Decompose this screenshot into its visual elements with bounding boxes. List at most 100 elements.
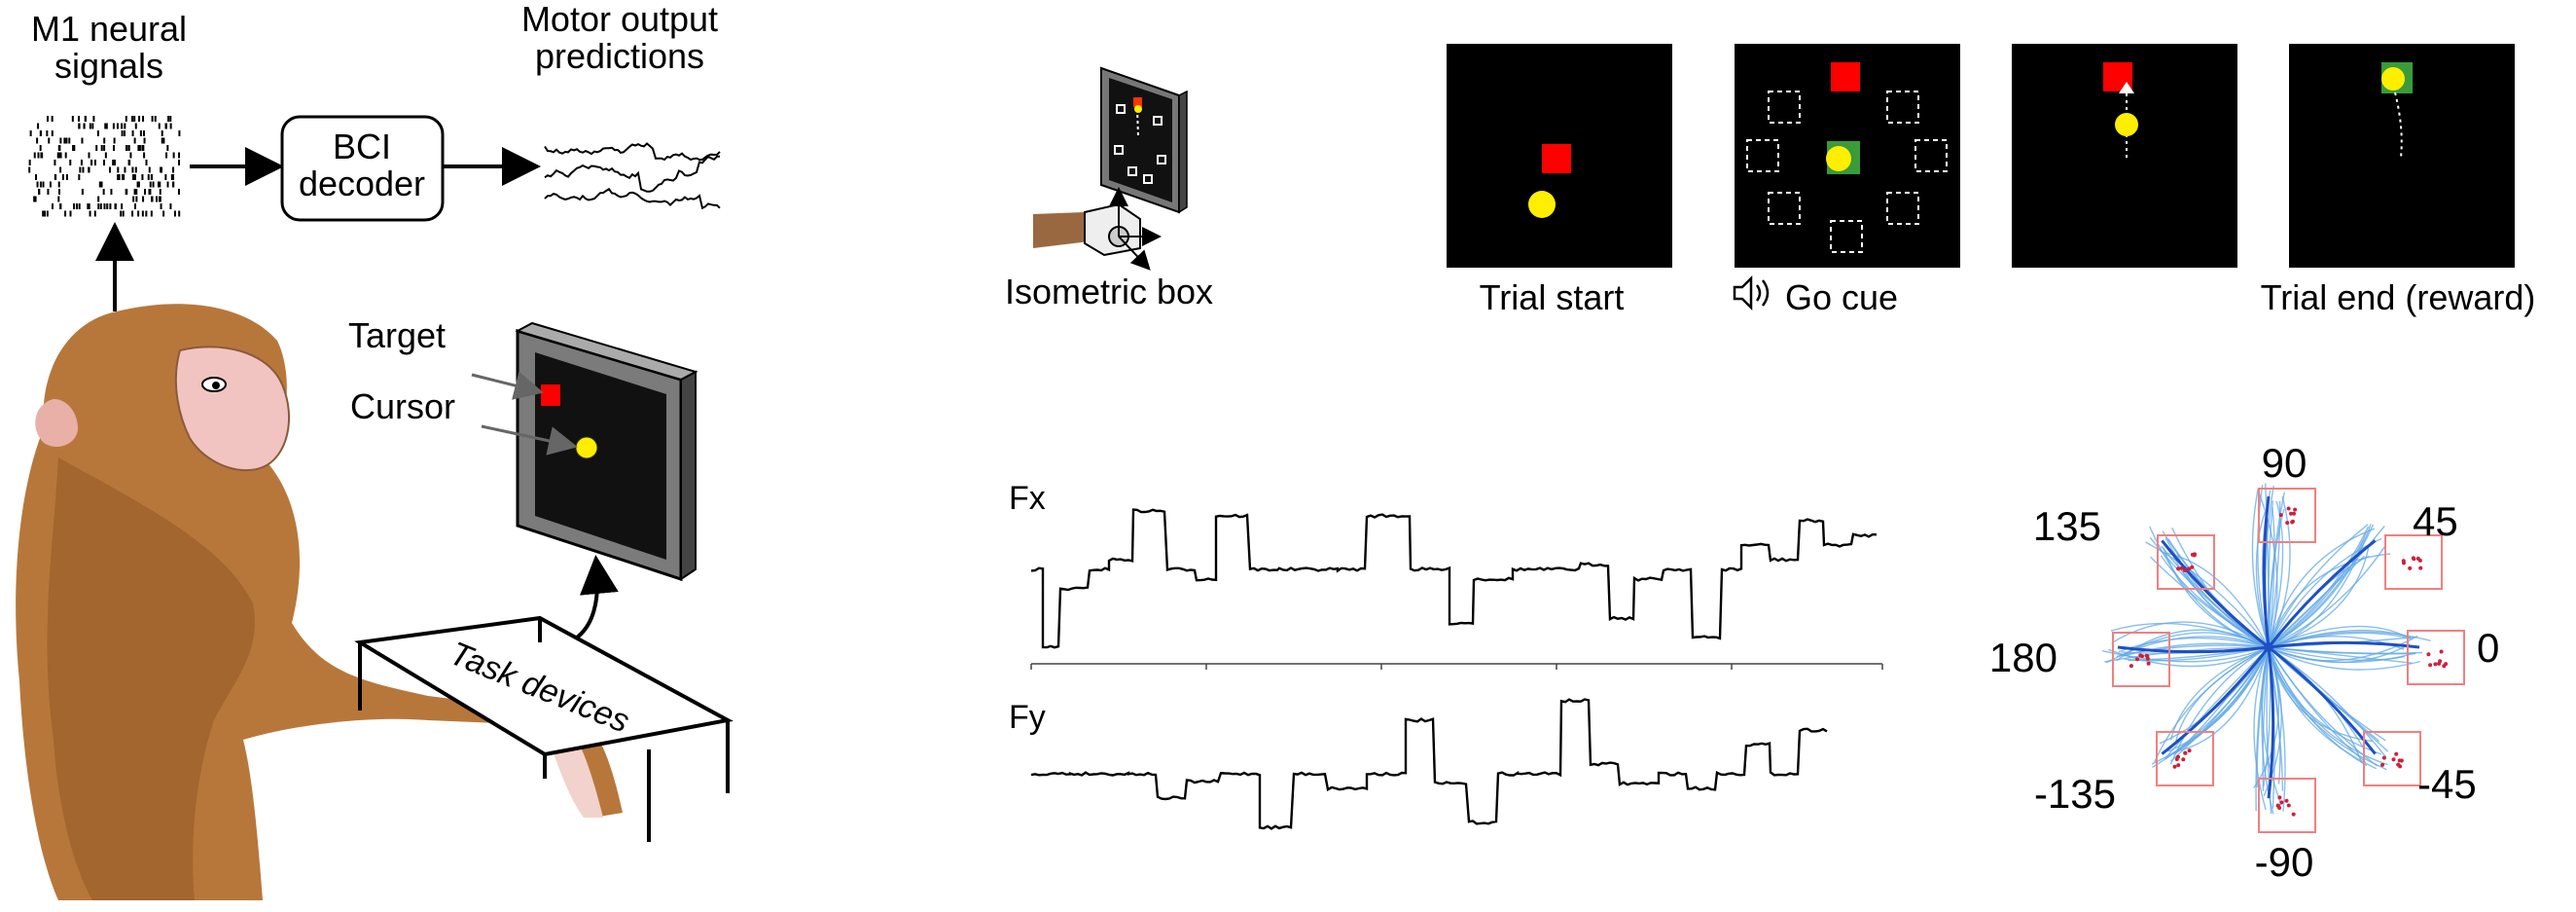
endpoint-dot [2277, 795, 2282, 800]
decoder-label: BCI [333, 127, 391, 166]
direction-label: 90 [2262, 440, 2308, 486]
target-box [2156, 731, 2214, 786]
output-trace [544, 155, 720, 193]
endpoint-dot [2286, 506, 2291, 511]
trajectory-trace [2268, 528, 2376, 648]
spike-raster [28, 116, 181, 217]
endpoint-dot [2176, 566, 2181, 571]
endpoint-dot [2182, 568, 2187, 572]
endpoint-dot [2391, 757, 2396, 762]
target-box [2157, 534, 2215, 590]
endpoint-dot [2396, 762, 2401, 767]
endpoint-dot [2408, 565, 2413, 570]
task-table: Task devices [354, 615, 733, 842]
caption-trial-end: Trial end (reward) [2261, 277, 2536, 317]
cursor-label: Cursor [350, 386, 455, 426]
endpoint-dot [2401, 559, 2406, 564]
trajectory-trace [2102, 646, 2270, 663]
direction-label: -135 [2034, 771, 2116, 817]
trajectory-trace [2268, 507, 2275, 648]
endpoint-dot [2426, 652, 2431, 657]
endpoint-dot [2129, 664, 2133, 669]
target-boxes [2112, 488, 2465, 833]
trajectory-trace [2152, 646, 2270, 768]
speaker-icon [1733, 274, 1770, 311]
trajectory-trace [2256, 646, 2270, 787]
endpoint-dot [2190, 565, 2195, 569]
trajectory-trace [2169, 646, 2270, 765]
target-box [2384, 534, 2443, 590]
trajectory-trace [2154, 646, 2270, 763]
target-box [2112, 632, 2170, 687]
caption-go-cue: Go cue [1785, 277, 1898, 317]
endpoint-dots [2129, 506, 2449, 817]
trajectory-trace [2268, 544, 2387, 648]
monkey-illustration [16, 304, 623, 900]
isometric-box-illustration: Isometric box [1005, 66, 1213, 311]
endpoint-dot [2412, 557, 2416, 562]
endpoint-dot [2284, 798, 2289, 803]
mean-trajectories [2117, 495, 2420, 799]
direction-label: 45 [2413, 498, 2458, 544]
fx-ticks [1030, 664, 1883, 670]
trajectory-trace [2165, 552, 2270, 648]
trajectory-trace [2268, 646, 2423, 654]
mean-trajectory [2262, 495, 2271, 648]
trajectory-trace [2268, 555, 2366, 648]
trajectory-trace [2169, 646, 2270, 741]
trajectory-trace [2255, 511, 2270, 648]
mean-trajectory [2267, 646, 2275, 799]
endpoint-dot [2439, 649, 2444, 654]
trajectory-trace [2116, 644, 2270, 658]
mean-trajectory [2117, 645, 2270, 654]
endpoint-dot [2437, 661, 2442, 666]
pipeline: M1 neural signals BCI decoder Motor outp… [28, 0, 721, 311]
endpoint-dot [2187, 566, 2192, 571]
endpoint-dot [2289, 511, 2293, 516]
endpoint-dot [2444, 662, 2449, 667]
trajectory-trace [2110, 622, 2270, 648]
endpoint-dot [2146, 661, 2151, 666]
task-panel-trial-end: Trial end (reward) [2261, 44, 2536, 317]
endpoint-dot [2394, 751, 2399, 756]
task-panel-go-cue: Go cue [1733, 44, 1960, 317]
isometric-box-label: Isometric box [1005, 272, 1213, 311]
endpoint-dot [2285, 521, 2290, 526]
trajectory-trace [2268, 524, 2372, 648]
trajectory-trace [2268, 643, 2411, 664]
endpoint-dot [2399, 758, 2404, 763]
trajectory-trace [2268, 524, 2369, 648]
endpoint-dot [2380, 762, 2384, 767]
endpoint-dot [2140, 654, 2144, 659]
trajectory-trace [2268, 646, 2382, 755]
neural-signals-label: M1 neural [31, 9, 187, 49]
direction-label: -90 [2255, 839, 2314, 885]
mean-trajectory [2161, 646, 2271, 755]
mean-trajectory [2267, 539, 2377, 648]
output-trace [544, 142, 721, 162]
trajectory-trace [2118, 637, 2270, 653]
endpoint-dot [2145, 656, 2150, 661]
force-traces: Fx Fy [1009, 480, 1883, 830]
endpoint-dot [2179, 565, 2184, 570]
output-label: Motor output [521, 0, 718, 39]
direction-label: -45 [2417, 761, 2477, 807]
endpoint-dot [2275, 803, 2280, 808]
trajectory-trace [2261, 646, 2282, 806]
trajectory-trace [2253, 646, 2270, 811]
endpoint-dot [2176, 763, 2181, 768]
endpoint-dot [2181, 757, 2186, 762]
output-traces [544, 142, 721, 210]
monitor-cursor [575, 436, 598, 459]
endpoint-dot [2183, 750, 2188, 755]
task-panel-trial-start: Trial start [1447, 44, 1672, 317]
endpoint-dot [2192, 553, 2197, 558]
endpoint-dot [2381, 755, 2386, 760]
endpoint-dot [2172, 764, 2177, 769]
target-box [2258, 488, 2316, 543]
trajectory-trace [2268, 646, 2421, 671]
output-trace [544, 187, 721, 210]
mean-trajectory [2161, 539, 2270, 649]
direction-label: 180 [1989, 635, 2057, 680]
